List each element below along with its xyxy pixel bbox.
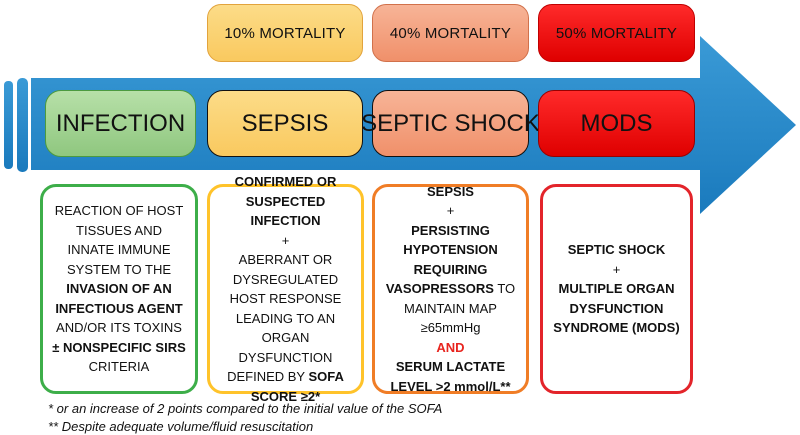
mortality-badge-sepsis: 10% MORTALITY — [207, 4, 363, 62]
stage-mods: MODS — [538, 90, 695, 157]
criteria-text: REACTION OF HOST TISSUES AND INNATE IMMU… — [52, 203, 186, 375]
mortality-badge-label: 40% MORTALITY — [389, 24, 512, 42]
stage-sepsis: SEPSIS — [207, 90, 363, 157]
criteria-line: SEPSIS — [427, 183, 474, 199]
criteria-line: SEPTIC SHOCK — [567, 242, 666, 258]
mortality-badge-label: 10% MORTALITY — [224, 24, 346, 42]
and-connector: AND — [436, 339, 465, 355]
plus-sign: + — [446, 203, 455, 219]
criteria-line: SERUM LACTATE LEVEL >2 mmol/L** — [390, 359, 511, 394]
arrow-tail-bar-2-icon — [17, 78, 28, 172]
criteria-line: ABERRANT OR DYSREGULATED HOST RESPONSE L… — [227, 252, 344, 404]
criteria-box-septic-shock: SEPSIS + PERSISTING HYPOTENSION REQUIRIN… — [372, 184, 529, 394]
stage-label: SEPTIC SHOCK — [361, 109, 540, 137]
criteria-line: MULTIPLE ORGAN DYSFUNCTION SYNDROME (MOD… — [553, 281, 680, 336]
plus-sign: + — [612, 261, 621, 277]
stage-label: INFECTION — [55, 109, 186, 137]
mortality-badge-mods: 50% MORTALITY — [538, 4, 695, 62]
footnote-resuscitation: ** Despite adequate volume/fluid resusci… — [48, 419, 314, 435]
footnote-sofa: * or an increase of 2 points compared to… — [48, 401, 443, 416]
criteria-line: PERSISTING HYPOTENSION REQUIRING VASOPRE… — [385, 222, 516, 336]
stage-label: MODS — [580, 109, 653, 137]
stage-septic-shock: SEPTIC SHOCK — [361, 90, 540, 157]
criteria-box-mods: SEPTIC SHOCK + MULTIPLE ORGAN DYSFUNCTIO… — [540, 184, 693, 394]
arrow-tail-bar-1-icon — [4, 81, 13, 169]
plus-sign: + — [281, 232, 290, 248]
mortality-badge-septic-shock: 40% MORTALITY — [372, 4, 529, 62]
footnotes: * or an increase of 2 points compared to… — [48, 400, 442, 435]
stage-label: SEPSIS — [241, 109, 329, 137]
criteria-box-sepsis: CONFIRMED OR SUSPECTED INFECTION + ABERR… — [207, 174, 364, 404]
mortality-badge-label: 50% MORTALITY — [555, 24, 678, 42]
criteria-box-infection: REACTION OF HOST TISSUES AND INNATE IMMU… — [40, 184, 198, 394]
criteria-line: CONFIRMED OR SUSPECTED INFECTION — [234, 174, 337, 228]
stage-infection: INFECTION — [45, 90, 196, 157]
